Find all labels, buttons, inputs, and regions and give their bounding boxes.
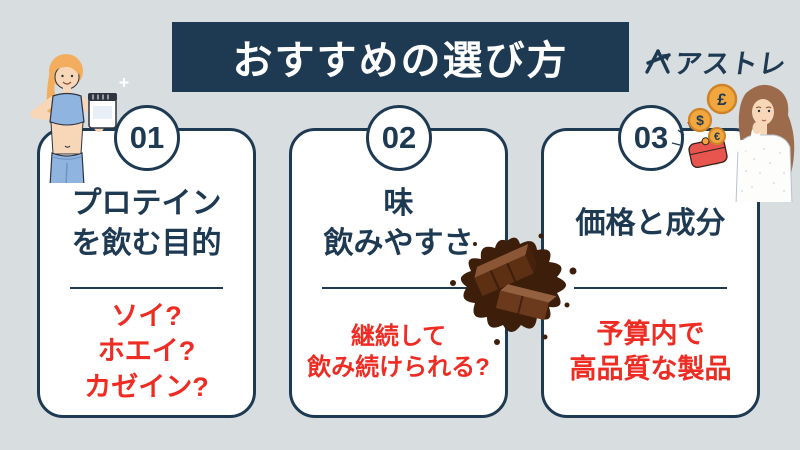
card-detail-line: カゼイン?	[84, 371, 209, 402]
card-detail-line: 予算内で	[596, 318, 705, 349]
card-taste-details: 継続して 飲み続けられる?	[292, 291, 505, 413]
card-title-line: 味	[383, 187, 414, 221]
card-divider	[574, 287, 727, 289]
card-price-title: 価格と成分	[544, 163, 757, 285]
card-detail-line: 飲み続けられる?	[307, 354, 490, 381]
card-price: 価格と成分 予算内で 高品質な製品	[541, 128, 760, 418]
card-taste-title: 味 飲みやすさ	[292, 163, 505, 285]
protein-jar-icon	[88, 93, 117, 129]
card-price-details: 予算内で 高品質な製品	[544, 291, 757, 413]
chocolate-droplets	[450, 233, 577, 345]
coin-pound-icon: £	[706, 83, 738, 115]
card-title-line: を飲む目的	[71, 227, 222, 260]
chocolate-bar-piece	[474, 244, 537, 297]
brand-logo-text: アストレ	[672, 48, 789, 79]
step-number-badge: 03	[618, 105, 684, 171]
card-purpose: プロテイン を飲む目的 ソイ? ホエイ? カゼイン?	[37, 128, 256, 418]
step-number-badge: 01	[114, 105, 180, 171]
card-detail-line: ホエイ?	[97, 336, 196, 367]
page-title: おすすめの選び方	[232, 39, 569, 83]
dollar-symbol: $	[696, 112, 704, 128]
card-divider	[322, 287, 475, 289]
woman-figure	[711, 84, 795, 202]
card-title-line: 価格と成分	[575, 207, 726, 241]
card-title-line: プロテイン	[71, 187, 222, 221]
woman-figure	[30, 54, 104, 183]
wallet-icon	[688, 137, 728, 169]
title-bar: おすすめの選び方	[172, 22, 629, 92]
chocolate-illustration	[450, 233, 577, 345]
coin-dollar-icon: $	[687, 107, 713, 133]
chocolate-bar-piece	[495, 284, 557, 321]
card-purpose-title: プロテイン を飲む目的	[40, 163, 253, 285]
card-title-line: 飲みやすさ	[323, 227, 474, 260]
euro-symbol: €	[714, 131, 720, 143]
step-number-badge: 02	[366, 105, 432, 171]
sparkle-lines	[671, 121, 692, 146]
brand-logo: アストレ	[645, 44, 789, 79]
sparkle-icon	[119, 78, 129, 87]
woman-protein-illustration	[30, 54, 129, 183]
card-divider	[70, 287, 223, 289]
coin-euro-icon: €	[708, 127, 726, 145]
card-purpose-details: ソイ? ホエイ? カゼイン?	[40, 291, 253, 413]
pound-symbol: £	[717, 90, 727, 109]
card-detail-line: 継続して	[350, 322, 447, 350]
woman-money-illustration: £ $ €	[671, 83, 795, 202]
logo-a-arrow-icon	[645, 49, 671, 74]
card-detail-line: ソイ?	[111, 301, 182, 332]
card-detail-line: 高品質な製品	[569, 354, 732, 384]
